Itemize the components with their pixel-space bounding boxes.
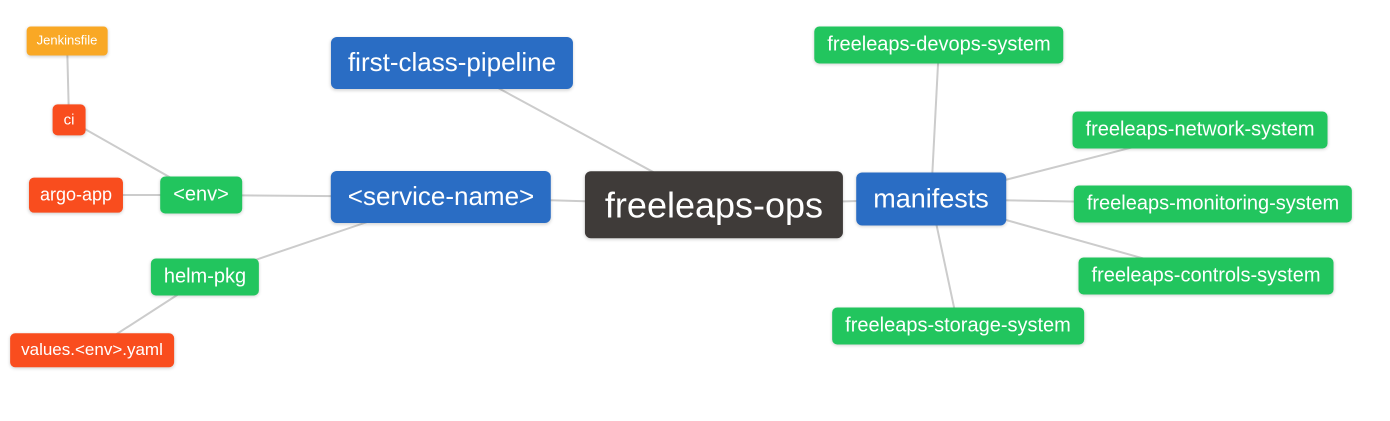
mindmap-node-network-system[interactable]: freeleaps-network-system [1072, 111, 1328, 149]
mindmap-node-first-class-pipeline[interactable]: first-class-pipeline [330, 37, 574, 89]
mindmap-node-storage-system[interactable]: freeleaps-storage-system [832, 307, 1084, 345]
mindmap-node-values-env-yaml[interactable]: values.<env>.yaml [10, 333, 174, 367]
mindmap-node-controls-system[interactable]: freeleaps-controls-system [1078, 257, 1334, 295]
mindmap-node-env[interactable]: <env> [160, 176, 242, 214]
mindmap-node-jenkinsfile[interactable]: Jenkinsfile [26, 26, 108, 56]
mindmap-node-freeleaps-ops[interactable]: freeleaps-ops [584, 171, 844, 239]
mindmap-node-helm-pkg[interactable]: helm-pkg [150, 258, 260, 296]
mindmap-node-monitoring-system[interactable]: freeleaps-monitoring-system [1073, 185, 1353, 223]
mindmap-node-ci[interactable]: ci [52, 104, 86, 136]
mindmap-node-devops-system[interactable]: freeleaps-devops-system [814, 26, 1064, 64]
mindmap-node-argo-app[interactable]: argo-app [28, 177, 124, 213]
mindmap-node-manifests[interactable]: manifests [856, 172, 1006, 226]
mindmap-node-service-name[interactable]: <service-name> [330, 171, 552, 223]
